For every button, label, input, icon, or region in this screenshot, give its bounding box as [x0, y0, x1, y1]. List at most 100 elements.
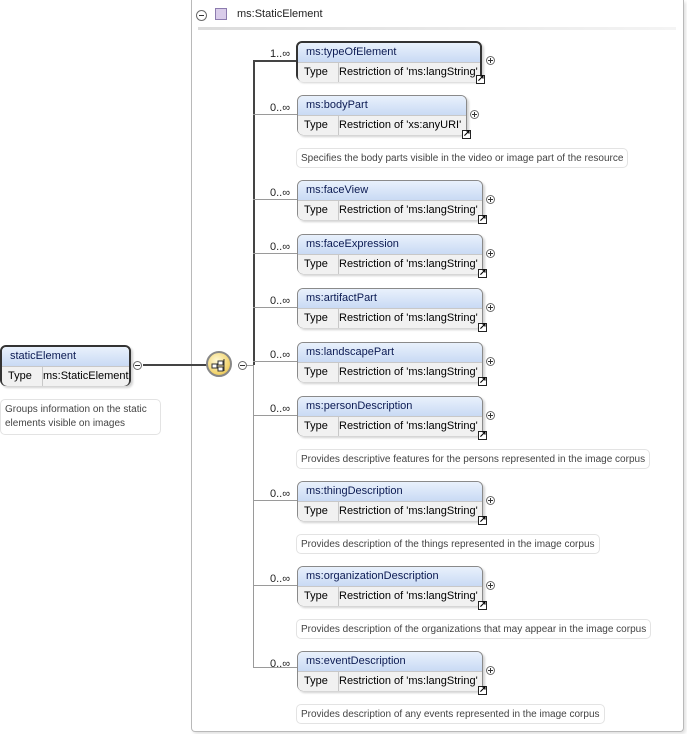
child-element-box[interactable]: ms:landscapePart Type Restriction of 'ms… [297, 342, 487, 386]
occurrence-label: 0..∞ [270, 187, 291, 199]
child-element-type-row: Type Restriction of 'ms:langString' [298, 501, 482, 521]
arrow-link-icon[interactable] [476, 72, 485, 84]
child-element-box[interactable]: ms:faceExpression Type Restriction of 'm… [297, 234, 487, 278]
plus-circle-icon[interactable] [486, 666, 495, 675]
arrow-link-icon[interactable] [462, 127, 471, 139]
child-element-type-row: Type Restriction of 'ms:langString' [298, 200, 482, 220]
required-branch-top [253, 60, 297, 62]
child-element-type-row: Type Restriction of 'ms:langString' [298, 308, 482, 328]
sequence-compositor-icon[interactable] [206, 351, 232, 377]
complex-type-icon [215, 8, 227, 20]
occurrence-label: 0..∞ [270, 349, 291, 361]
minus-circle-icon[interactable] [196, 10, 207, 21]
plus-circle-icon[interactable] [486, 195, 495, 204]
type-value: Restriction of 'xs:anyURI' [339, 119, 462, 131]
child-element-box[interactable]: ms:organizationDescription Type Restrict… [297, 566, 487, 610]
child-element-type-row: Type Restriction of 'ms:langString' [298, 416, 482, 436]
child-element-name: ms:eventDescription [298, 652, 482, 671]
type-key: Type [298, 363, 339, 382]
type-value: Restriction of 'ms:langString' [339, 420, 478, 432]
arrow-link-icon[interactable] [478, 683, 487, 695]
child-element-doc: Provides descriptive features for the pe… [296, 449, 651, 469]
child-element-box[interactable]: ms:typeOfElement Type Restriction of 'ms… [296, 41, 485, 84]
child-element-doc: Specifies the body parts visible in the … [296, 148, 629, 168]
type-value: Restriction of 'ms:langString' [339, 204, 478, 216]
required-branch-line [253, 60, 255, 365]
arrow-link-icon[interactable] [478, 320, 487, 332]
child-element-box[interactable]: ms:bodyPart Type Restriction of 'xs:anyU… [297, 95, 471, 139]
occurrence-label: 0..∞ [270, 102, 291, 114]
occurrence-label: 0..∞ [270, 403, 291, 415]
child-element-type-row: Type Restriction of 'ms:langString' [298, 254, 482, 274]
child-element-box[interactable]: ms:faceView Type Restriction of 'ms:lang… [297, 180, 487, 224]
branch-connector [253, 199, 297, 200]
compositor-connector [247, 365, 253, 366]
child-element-name: ms:typeOfElement [298, 43, 480, 62]
occurrence-label: 0..∞ [270, 488, 291, 500]
root-element-type-row: Type ms:StaticElement [2, 366, 129, 386]
arrow-link-icon[interactable] [478, 374, 487, 386]
child-element-doc: Provides description of any events repre… [296, 704, 605, 724]
occurrence-label: 0..∞ [270, 295, 291, 307]
plus-circle-icon[interactable] [486, 496, 495, 505]
plus-circle-icon[interactable] [486, 357, 495, 366]
occurrence-label: 0..∞ [270, 241, 291, 253]
branch-connector [253, 500, 297, 501]
type-key: Type [298, 502, 339, 521]
child-element-doc: Provides description of the things repre… [296, 534, 600, 554]
child-element-type-row: Type Restriction of 'ms:langString' [298, 362, 482, 382]
child-element-type-row: Type Restriction of 'xs:anyURI' [298, 115, 466, 135]
plus-circle-icon[interactable] [486, 411, 495, 420]
complex-type-name: ms:StaticElement [237, 8, 323, 20]
plus-circle-icon[interactable] [470, 110, 479, 119]
type-key: Type [298, 309, 339, 328]
type-value: Restriction of 'ms:langString' [339, 590, 478, 602]
plus-circle-icon[interactable] [486, 581, 495, 590]
child-element-type-row: Type Restriction of 'ms:langString' [298, 671, 482, 691]
minus-circle-icon[interactable] [238, 361, 247, 370]
child-element-name: ms:bodyPart [298, 96, 466, 115]
type-value: Restriction of 'ms:langString' [339, 66, 478, 78]
type-key: Type [298, 255, 339, 274]
child-element-name: ms:personDescription [298, 397, 482, 416]
child-element-name: ms:faceView [298, 181, 482, 200]
occurrence-label: 1..∞ [270, 48, 291, 60]
branch-connector [253, 415, 297, 416]
child-element-box[interactable]: ms:thingDescription Type Restriction of … [297, 481, 487, 525]
type-value: Restriction of 'ms:langString' [339, 675, 478, 687]
plus-circle-icon[interactable] [486, 303, 495, 312]
arrow-link-icon[interactable] [478, 428, 487, 440]
type-value: Restriction of 'ms:langString' [339, 312, 478, 324]
type-key: Type [2, 367, 43, 386]
type-key: Type [298, 587, 339, 606]
branch-connector [253, 307, 297, 308]
type-header-divider [198, 27, 676, 30]
child-element-name: ms:artifactPart [298, 289, 482, 308]
type-key: Type [298, 672, 339, 691]
type-value: ms:StaticElement [43, 370, 129, 382]
root-connector [143, 364, 207, 366]
arrow-link-icon[interactable] [478, 212, 487, 224]
type-key: Type [298, 63, 339, 82]
child-element-box[interactable]: ms:artifactPart Type Restriction of 'ms:… [297, 288, 487, 332]
root-element-box[interactable]: staticElement Type ms:StaticElement [0, 345, 131, 386]
root-element-doc: Groups information on the static element… [0, 399, 161, 435]
child-element-box[interactable]: ms:personDescription Type Restriction of… [297, 396, 487, 440]
branch-connector [253, 114, 297, 115]
type-value: Restriction of 'ms:langString' [339, 505, 478, 517]
type-value: Restriction of 'ms:langString' [339, 258, 478, 270]
child-element-box[interactable]: ms:eventDescription Type Restriction of … [297, 651, 487, 695]
arrow-link-icon[interactable] [478, 598, 487, 610]
occurrence-label: 0..∞ [270, 658, 291, 670]
minus-circle-icon[interactable] [133, 361, 142, 370]
child-element-name: ms:organizationDescription [298, 567, 482, 586]
arrow-link-icon[interactable] [478, 513, 487, 525]
root-element-name: staticElement [2, 347, 129, 366]
arrow-link-icon[interactable] [478, 266, 487, 278]
child-element-name: ms:thingDescription [298, 482, 482, 501]
child-element-doc: Provides description of the organization… [296, 619, 652, 639]
type-value: Restriction of 'ms:langString' [339, 366, 478, 378]
branch-connector [253, 667, 297, 668]
plus-circle-icon[interactable] [486, 56, 495, 65]
plus-circle-icon[interactable] [486, 249, 495, 258]
